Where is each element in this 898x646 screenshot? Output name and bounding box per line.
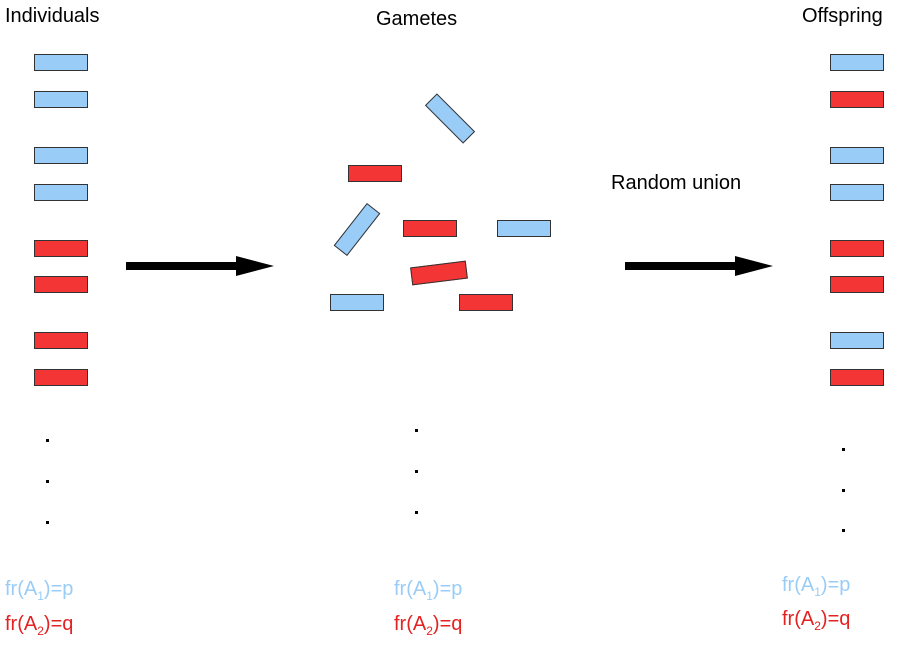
offspring-block <box>830 240 884 257</box>
gamete-block <box>333 202 381 257</box>
ellipsis-dot <box>46 439 49 442</box>
ellipsis-dot <box>842 529 845 532</box>
frequency-a2-label: fr(A2)=q <box>782 608 851 633</box>
gametes-header: Gametes <box>376 8 458 30</box>
frequency-a1-label: fr(A1)=p <box>782 574 851 599</box>
offspring-block <box>830 147 884 164</box>
individual-block <box>34 184 88 201</box>
frequency-a2-label: fr(A2)=q <box>394 613 463 638</box>
offspring-block <box>830 54 884 71</box>
individual-block <box>34 332 88 349</box>
ellipsis-dot <box>842 489 845 492</box>
offspring-block <box>830 276 884 293</box>
offspring-block <box>830 332 884 349</box>
gamete-block <box>410 260 468 286</box>
gamete-block <box>348 165 402 182</box>
gamete-block <box>497 220 551 237</box>
ellipsis-dot <box>415 511 418 514</box>
ellipsis-dot <box>415 429 418 432</box>
gamete-block <box>424 93 476 144</box>
frequency-a2-label: fr(A2)=q <box>5 613 74 638</box>
random-union-label: Random union <box>611 172 742 194</box>
ellipsis-dot <box>842 448 845 451</box>
individual-block <box>34 276 88 293</box>
gamete-block <box>459 294 513 311</box>
frequency-a1-label: fr(A1)=p <box>5 578 74 603</box>
offspring-header: Offspring <box>802 5 883 27</box>
ellipsis-dot <box>46 521 49 524</box>
gamete-block <box>403 220 457 237</box>
arrow-right-icon <box>126 256 274 276</box>
ellipsis-dot <box>415 470 418 473</box>
individual-block <box>34 54 88 71</box>
frequency-a1-label: fr(A1)=p <box>394 578 463 603</box>
offspring-block <box>830 184 884 201</box>
ellipsis-dot <box>46 480 49 483</box>
individual-block <box>34 91 88 108</box>
individual-block <box>34 147 88 164</box>
offspring-block <box>830 91 884 108</box>
gamete-block <box>330 294 384 311</box>
offspring-block <box>830 369 884 386</box>
individual-block <box>34 369 88 386</box>
individual-block <box>34 240 88 257</box>
arrow-right-icon <box>625 256 773 276</box>
individuals-header: Individuals <box>5 5 100 27</box>
